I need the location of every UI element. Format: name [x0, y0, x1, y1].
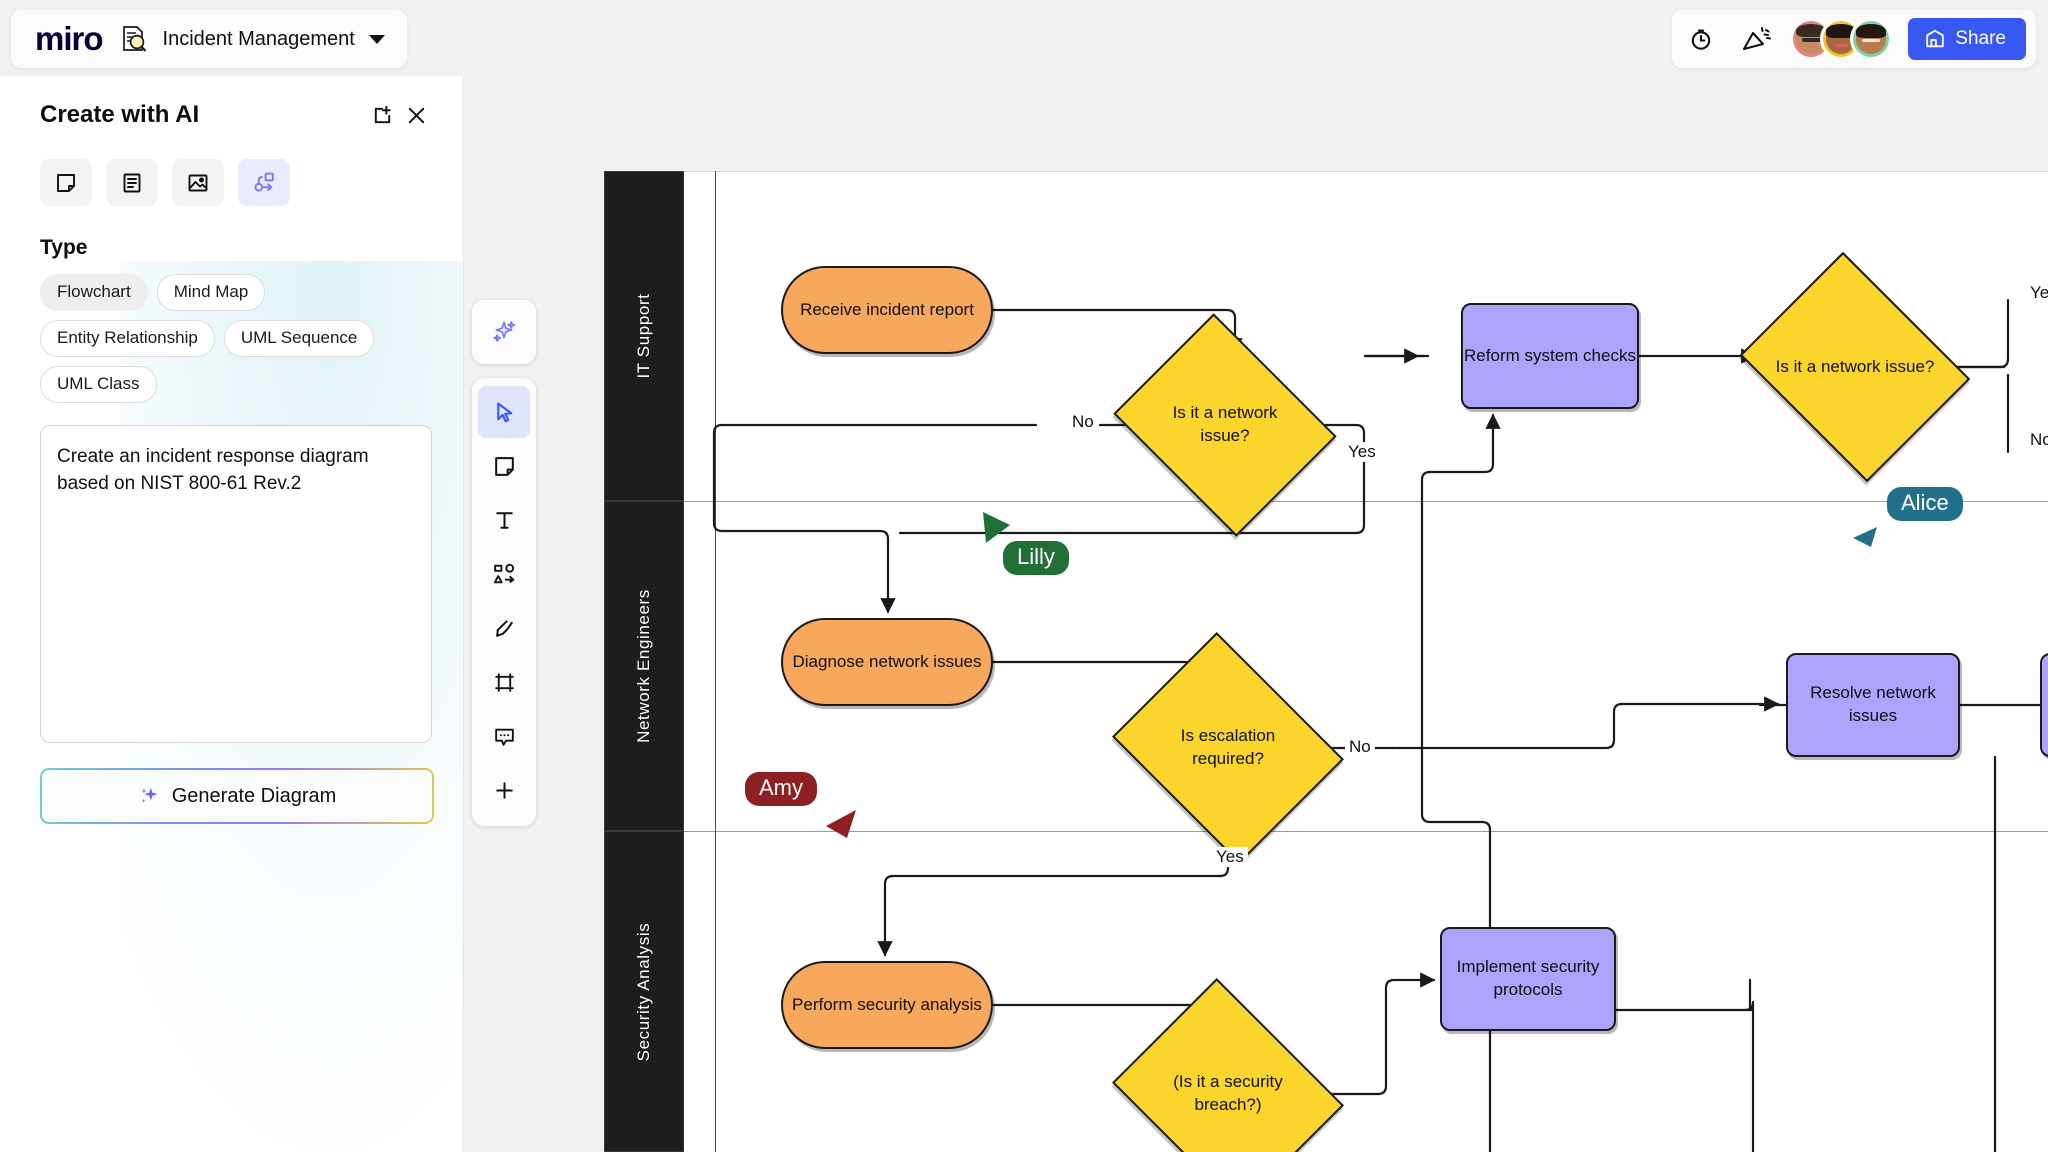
chevron-down-icon[interactable] [368, 34, 385, 44]
shapes-icon [492, 562, 517, 587]
edge-label-no-1: No [1068, 412, 1098, 432]
type-section-label: Type [40, 236, 88, 259]
node-implement-security-protocols[interactable]: Implement security protocols [1440, 927, 1616, 1031]
plus-icon [492, 778, 517, 803]
node-label: Receive incident report [800, 299, 974, 319]
close-icon[interactable] [399, 98, 433, 132]
select-tool[interactable] [478, 386, 530, 438]
collaborator-avatars [1790, 18, 1893, 60]
cursor-lilly: Lilly [1003, 541, 1069, 575]
node-resolve-network-issues[interactable]: Resolve network issues [1786, 653, 1960, 757]
node-perform-security-analysis[interactable]: Perform security analysis [781, 961, 993, 1049]
text-icon [492, 508, 517, 533]
cursor-label: Amy [759, 775, 803, 800]
node-label: Resolve network issues [1810, 683, 1936, 725]
node-label: Is it a network issue? [1172, 403, 1278, 445]
canvas-toolbar [472, 378, 536, 826]
open-in-new-icon[interactable] [365, 98, 399, 132]
board-title[interactable]: Incident Management [162, 27, 355, 50]
cursor-label: Alice [1901, 490, 1949, 515]
sticky-tool[interactable] [478, 440, 530, 492]
chip-entity-relationship[interactable]: Entity Relationship [40, 320, 215, 357]
node-label: (Is it a security breach?) [1173, 1072, 1283, 1114]
edge-label-yes-1: Yes [1344, 442, 1380, 462]
sparkle-icon [138, 785, 160, 807]
diagram-type-chips: Flowchart Mind Map Entity Relationship U… [40, 274, 432, 403]
mode-document[interactable] [106, 159, 158, 206]
more-tool[interactable] [478, 764, 530, 816]
lane-column-line [715, 171, 716, 1152]
prompt-input[interactable] [40, 425, 432, 743]
lane-divider-1 [684, 501, 2048, 502]
lane-header-it-support[interactable]: IT Support [604, 171, 684, 501]
node-is-network-issue-1[interactable]: Is it a network issue? [1113, 313, 1337, 537]
node-label: Diagnose network issues [792, 651, 982, 671]
avatar[interactable] [1850, 18, 1893, 60]
mode-diagram[interactable] [238, 159, 290, 206]
ai-mode-row [40, 159, 433, 206]
sparkles-icon [490, 318, 518, 346]
node-is-escalation-required[interactable]: Is escalation required? [1112, 632, 1344, 864]
generate-diagram-label: Generate Diagram [171, 784, 337, 807]
edge-label-yes-2: Yes [1212, 847, 1248, 867]
pen-tool[interactable] [478, 602, 530, 654]
present-board-icon [1924, 28, 1946, 50]
ai-tool[interactable] [472, 300, 536, 364]
text-tool[interactable] [478, 494, 530, 546]
panel-header: Create with AI [40, 98, 433, 132]
comment-icon [492, 724, 517, 749]
node-receive-incident-report[interactable]: Receive incident report [781, 266, 993, 354]
document-search-icon [117, 23, 149, 55]
cursor-label: Lilly [1017, 544, 1055, 569]
lane-header-network-engineers[interactable]: Network Engineers [604, 501, 684, 831]
mode-image[interactable] [172, 159, 224, 206]
sticky-note-icon [492, 454, 517, 479]
chip-flowchart[interactable]: Flowchart [40, 274, 148, 311]
shapes-tool[interactable] [478, 548, 530, 600]
create-with-ai-panel: Create with AI [0, 76, 464, 1152]
frame-tool[interactable] [478, 656, 530, 708]
chip-mind-map[interactable]: Mind Map [156, 274, 266, 311]
share-label: Share [1955, 28, 2006, 49]
cursor-icon [492, 400, 517, 425]
node-label: Implement security protocols [1456, 957, 1600, 999]
edge-label-no-2: No [1345, 737, 1375, 757]
node-is-security-breach[interactable]: (Is it a security breach?) [1112, 978, 1344, 1152]
chip-uml-sequence[interactable]: UML Sequence [223, 320, 375, 357]
board-header-bar: miro Incident Management [11, 10, 407, 68]
comment-tool[interactable] [478, 710, 530, 762]
node-label: Is escalation required? [1180, 726, 1276, 768]
frame-icon [492, 670, 517, 695]
pen-icon [492, 616, 517, 641]
miro-logo[interactable]: miro [35, 20, 104, 57]
share-button[interactable]: Share [1908, 18, 2026, 60]
node-label: Reform system checks [1464, 345, 1636, 365]
panel-title: Create with AI [40, 101, 200, 128]
node-diagnose-network-issues[interactable]: Diagnose network issues [781, 618, 993, 706]
node-reform-system-checks[interactable]: Reform system checks [1461, 303, 1639, 409]
timer-icon[interactable] [1690, 25, 1724, 53]
node-label: Is it a network issue? [1775, 356, 1935, 376]
cursor-alice: Alice [1887, 487, 1963, 521]
edge-label-no-3: No [2026, 430, 2048, 450]
cursor-amy: Amy [745, 772, 817, 806]
mode-sticky-note[interactable] [40, 159, 92, 206]
chip-uml-class[interactable]: UML Class [40, 366, 157, 403]
node-label: Perform security analysis [792, 994, 982, 1014]
generate-diagram-button[interactable]: Generate Diagram [40, 768, 434, 824]
lane-header-security-analysis[interactable]: Security Analysis [604, 831, 684, 1152]
party-popper-icon[interactable] [1740, 25, 1774, 53]
board-actions-bar: Share [1672, 10, 2036, 68]
lane-divider-2 [684, 831, 2048, 832]
edge-label-yes-3: Ye [2026, 283, 2048, 303]
node-is-network-issue-2[interactable]: Is it a network issue? [1739, 251, 1971, 483]
